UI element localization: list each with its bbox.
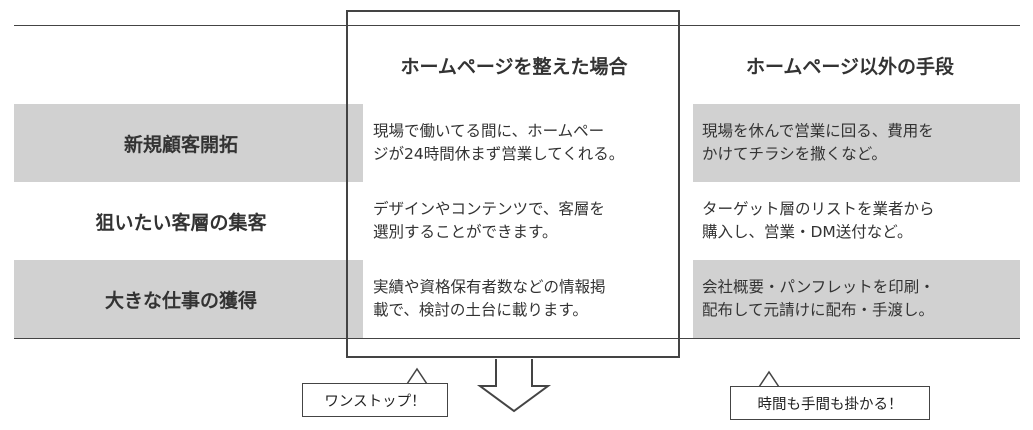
cell-other: ターゲット層のリストを業者から 購入し、営業・DM送付など。 — [694, 182, 1020, 260]
table-bottom-rule — [14, 338, 1020, 339]
cell-line: ジが24時間休まず営業してくれる。 — [373, 145, 625, 163]
column-header-other: ホームページ以外の手段 — [745, 55, 955, 78]
cell-homepage: 実績や資格保有者数などの情報掲 載で、検討の土台に載ります。 — [363, 260, 693, 338]
table-top-rule — [14, 25, 1020, 26]
column-header-homepage: ホームページを整えた場合 — [400, 55, 628, 78]
cell-homepage: 現場で働いてる間に、ホームペー ジが24時間休まず営業してくれる。 — [363, 104, 693, 182]
row-label: 新規顧客開拓 — [123, 133, 238, 156]
table-row: 狙いたい客層の集客 デザインやコンテンツで、客層を 選別することができます。 タ… — [14, 182, 1020, 260]
cell-homepage: デザインやコンテンツで、客層を 選別することができます。 — [363, 182, 693, 260]
callout-pointer — [406, 367, 428, 385]
cell-line: かけてチラシを撒くなど。 — [702, 145, 887, 163]
cell-line: 配布して元請けに配布・手渡し。 — [702, 301, 935, 319]
callout-text: ワンストップ！ — [324, 393, 426, 410]
cell-other: 会社概要・パンフレットを印刷・ 配布して元請けに配布・手渡し。 — [694, 260, 1020, 338]
cell-line: 現場で働いてる間に、ホームペー — [373, 122, 605, 140]
callout-text: 時間も手間も掛かる！ — [757, 396, 903, 413]
callout-other: 時間も手間も掛かる！ — [730, 386, 930, 420]
row-label: 狙いたい客層の集客 — [95, 211, 267, 234]
cell-line: 会社概要・パンフレットを印刷・ — [702, 278, 935, 296]
cell-line: デザインやコンテンツで、客層を — [373, 200, 605, 218]
cell-line: ターゲット層のリストを業者から — [702, 200, 935, 218]
cell-line: 現場を休んで営業に回る、費用を — [702, 122, 934, 140]
cell-line: 購入し、営業・DM送付など。 — [702, 223, 913, 241]
cell-line: 載で、検討の土台に載ります。 — [373, 301, 588, 319]
cell-line: 実績や資格保有者数などの情報掲 — [373, 278, 606, 296]
row-label: 大きな仕事の獲得 — [104, 289, 257, 312]
cell-other: 現場を休んで営業に回る、費用を かけてチラシを撒くなど。 — [694, 104, 1020, 182]
table-row: 新規顧客開拓 現場で働いてる間に、ホームペー ジが24時間休まず営業してくれる。… — [14, 104, 1020, 182]
table-row: 大きな仕事の獲得 実績や資格保有者数などの情報掲 載で、検討の土台に載ります。 … — [14, 260, 1020, 338]
callout-pointer — [758, 370, 780, 388]
callout-homepage: ワンストップ！ — [302, 383, 448, 417]
down-arrow-icon — [476, 359, 552, 413]
cell-line: 選別することができます。 — [373, 223, 558, 241]
